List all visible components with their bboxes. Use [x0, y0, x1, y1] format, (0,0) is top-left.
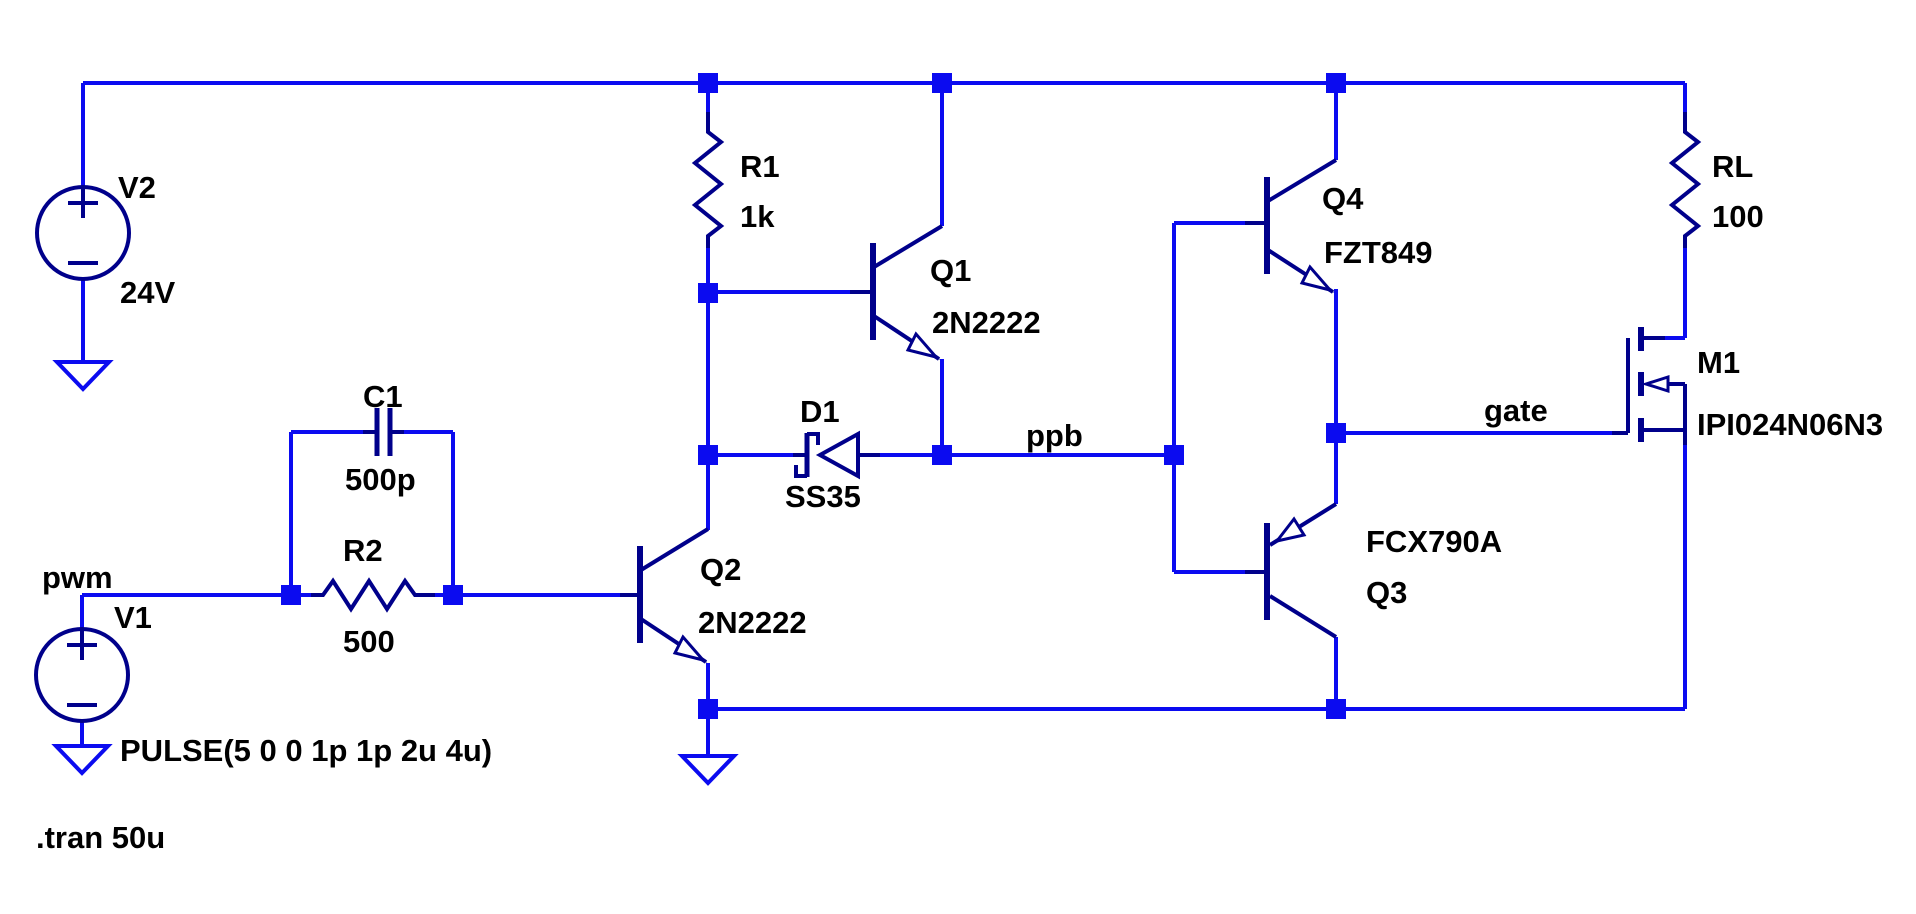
- voltage-source-v2-icon[interactable]: [35, 185, 131, 281]
- resistor-r2-icon[interactable]: [311, 577, 435, 613]
- label-c1-name[interactable]: C1: [363, 379, 403, 414]
- spice-directive[interactable]: .tran 50u: [36, 820, 165, 855]
- q4-emitter-arrow-icon: [1299, 264, 1335, 293]
- resistor-r1-icon[interactable]: [691, 112, 725, 248]
- capacitor-c1-icon[interactable]: [363, 408, 404, 456]
- junction-dot: [1164, 445, 1184, 465]
- label-c1-value[interactable]: 500p: [345, 462, 416, 497]
- v2-circle: [35, 185, 131, 281]
- transistor-q1-icon[interactable]: [850, 224, 944, 361]
- mosfet-m1-icon[interactable]: [1612, 327, 1687, 445]
- junction-dot: [1326, 699, 1346, 719]
- ground-icon-v2[interactable]: [52, 360, 114, 392]
- junctions: [281, 73, 1346, 719]
- q2-collector-diag: [639, 527, 710, 572]
- transistor-q4-icon[interactable]: [1245, 158, 1338, 294]
- q2-emitter-arrow-icon: [672, 634, 708, 663]
- junction-dot: [1326, 73, 1346, 93]
- q4-collector-diag: [1266, 158, 1338, 203]
- net-label-gate[interactable]: gate: [1484, 393, 1548, 428]
- label-q1-value[interactable]: 2N2222: [932, 305, 1041, 340]
- label-rl-value[interactable]: 100: [1712, 199, 1764, 234]
- label-q3-value[interactable]: FCX790A: [1366, 524, 1502, 559]
- labels: V2 24V R1 1k Q1 2N2222 D1 SS35 ppb C1 50…: [36, 149, 1883, 855]
- junction-dot: [698, 699, 718, 719]
- label-rl-name[interactable]: RL: [1712, 149, 1753, 184]
- label-v2-value[interactable]: 24V: [120, 275, 175, 310]
- label-v1-value[interactable]: PULSE(5 0 0 1p 1p 2u 4u): [120, 733, 492, 768]
- label-q4-value[interactable]: FZT849: [1324, 235, 1433, 270]
- voltage-source-v1-icon[interactable]: [34, 627, 130, 723]
- ground-icon-v1[interactable]: [51, 744, 113, 776]
- c1-plates: [374, 408, 393, 456]
- v1-circle: [34, 627, 130, 723]
- net-label-ppb[interactable]: ppb: [1026, 418, 1083, 453]
- label-q4-name[interactable]: Q4: [1322, 181, 1364, 216]
- ground-icon-q2[interactable]: [677, 754, 739, 786]
- junction-dot: [1326, 423, 1346, 443]
- label-q1-name[interactable]: Q1: [930, 253, 971, 288]
- d1-schottky-hooks: [794, 432, 820, 478]
- junction-dot: [281, 585, 301, 605]
- label-r1-value[interactable]: 1k: [740, 199, 775, 234]
- wires: [80, 81, 1687, 756]
- junction-dot: [443, 585, 463, 605]
- label-r2-name[interactable]: R2: [343, 533, 383, 568]
- label-v2-name[interactable]: V2: [118, 170, 156, 205]
- q1-emitter-arrow-icon: [905, 331, 941, 360]
- label-d1-name[interactable]: D1: [800, 394, 840, 429]
- q3-collector-diag: [1268, 594, 1338, 639]
- q3-emitter-arrow-icon: [1273, 516, 1307, 544]
- transistor-q2-icon[interactable]: [620, 527, 710, 664]
- junction-dot: [698, 445, 718, 465]
- label-v1-name[interactable]: V1: [114, 600, 152, 635]
- net-label-pwm[interactable]: pwm: [42, 560, 113, 595]
- junction-dot: [698, 73, 718, 93]
- label-m1-value[interactable]: IPI024N06N3: [1697, 407, 1883, 442]
- label-q2-value[interactable]: 2N2222: [698, 605, 807, 640]
- label-r2-value[interactable]: 500: [343, 624, 395, 659]
- d1-triangle: [815, 430, 860, 480]
- diode-d1-icon[interactable]: [793, 430, 880, 480]
- q1-collector-diag: [872, 224, 944, 269]
- m1-body-arrow-icon: [1641, 374, 1670, 394]
- junction-dot: [932, 73, 952, 93]
- junction-dot: [698, 283, 718, 303]
- junction-dot: [932, 445, 952, 465]
- label-r1-name[interactable]: R1: [740, 149, 780, 184]
- v1-plus-icon: [67, 630, 97, 660]
- label-q2-name[interactable]: Q2: [700, 552, 741, 587]
- ground-symbols: [51, 360, 739, 786]
- resistor-rl-icon[interactable]: [1668, 112, 1702, 248]
- label-m1-name[interactable]: M1: [1697, 345, 1740, 380]
- transistor-q3-icon[interactable]: [1245, 502, 1338, 639]
- v2-plus-icon: [68, 188, 98, 218]
- label-d1-value[interactable]: SS35: [785, 479, 861, 514]
- label-q3-name[interactable]: Q3: [1366, 575, 1407, 610]
